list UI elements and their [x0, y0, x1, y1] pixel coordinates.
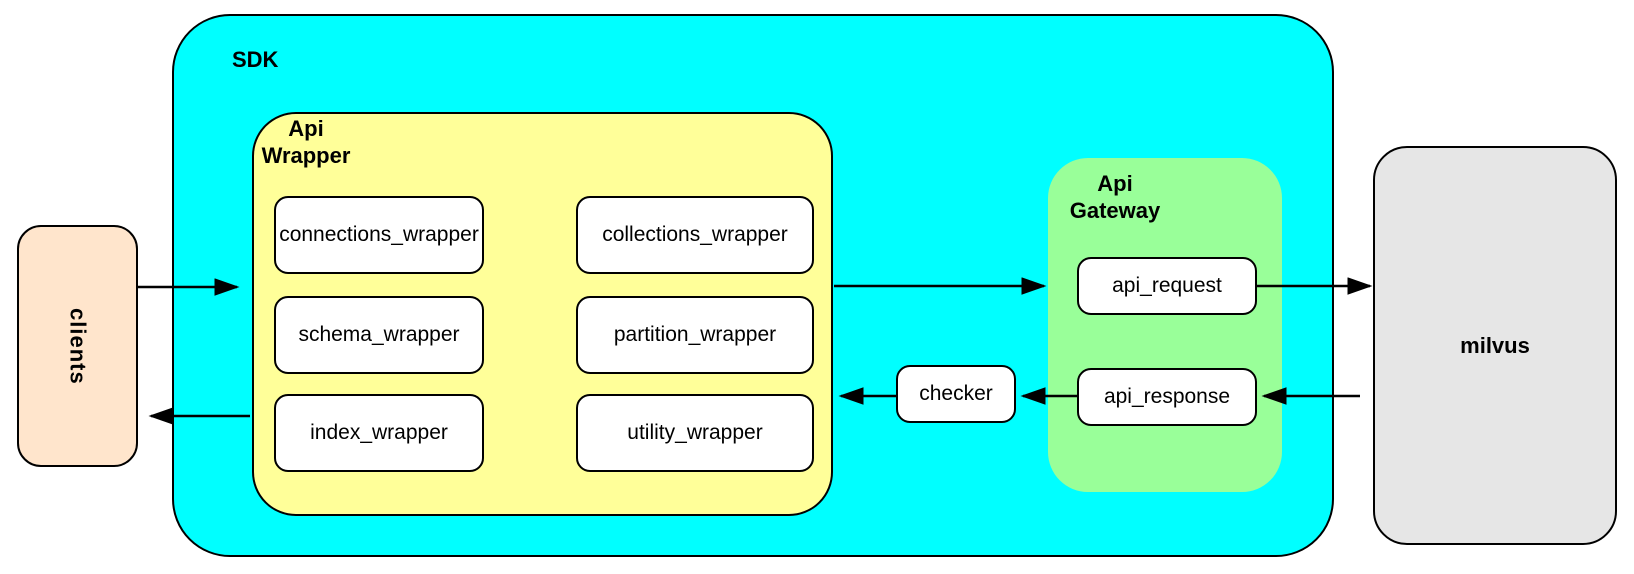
container-api-gateway-label: Api Gateway [1069, 171, 1161, 223]
node-index-wrapper: index_wrapper [274, 394, 484, 472]
container-api-wrapper: Api Wrapper connections_wrapper collecti… [252, 112, 833, 516]
node-api-response: api_response [1077, 368, 1257, 426]
node-api-response-label: api_response [1103, 385, 1231, 408]
node-utility-wrapper-label: utility_wrapper [627, 421, 763, 444]
node-clients: clients [17, 225, 138, 467]
node-connections-wrapper-label: connections_wrapper [279, 223, 479, 246]
node-api-request: api_request [1077, 257, 1257, 315]
node-milvus-label: milvus [1460, 332, 1530, 358]
node-utility-wrapper: utility_wrapper [576, 394, 814, 472]
node-index-wrapper-label: index_wrapper [310, 421, 448, 444]
node-partition-wrapper-label: partition_wrapper [613, 323, 777, 346]
node-collections-wrapper-label: collections_wrapper [602, 223, 788, 246]
container-api-gateway: Api Gateway api_request api_response [1048, 158, 1282, 492]
node-schema-wrapper-label: schema_wrapper [298, 323, 460, 346]
node-checker-label: checker [919, 382, 993, 405]
node-milvus: milvus [1373, 146, 1617, 545]
container-sdk: SDK Api Wrapper connections_wrapper coll… [172, 14, 1334, 557]
node-api-request-label: api_request [1112, 274, 1222, 297]
container-sdk-label: SDK [232, 47, 279, 72]
node-partition-wrapper: partition_wrapper [576, 296, 814, 374]
node-clients-label: clients [65, 307, 91, 385]
node-connections-wrapper: connections_wrapper [274, 196, 484, 274]
node-checker: checker [896, 365, 1016, 423]
node-collections-wrapper: collections_wrapper [576, 196, 814, 274]
node-schema-wrapper: schema_wrapper [274, 296, 484, 374]
container-api-wrapper-label: Api Wrapper [261, 116, 351, 168]
